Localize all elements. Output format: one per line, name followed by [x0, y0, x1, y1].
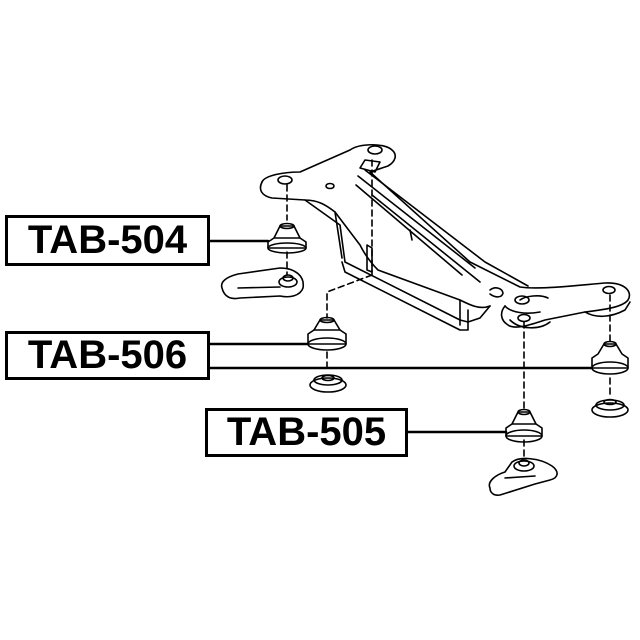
- bushing-506-right-icon: [591, 340, 629, 375]
- callout-label: TAB-504: [27, 218, 188, 262]
- callout-tab-505: TAB-505: [205, 408, 408, 457]
- bushing-505-icon: [505, 408, 543, 443]
- bracket-505-icon: [488, 457, 558, 496]
- bracket-504-icon: [220, 267, 305, 300]
- assembly-lines: [286, 159, 611, 459]
- washer-506-left-icon: [309, 374, 347, 393]
- callout-tab-504: TAB-504: [5, 215, 210, 266]
- callout-tab-506: TAB-506: [5, 331, 210, 380]
- bushing-504-icon: [267, 222, 307, 254]
- callout-label: TAB-505: [226, 410, 387, 454]
- washer-506-right-icon: [591, 398, 629, 418]
- bushing-506-left-icon: [307, 316, 347, 351]
- subframe-icon: [259, 143, 631, 331]
- leader-lines: [208, 239, 594, 434]
- callout-label: TAB-506: [27, 333, 188, 377]
